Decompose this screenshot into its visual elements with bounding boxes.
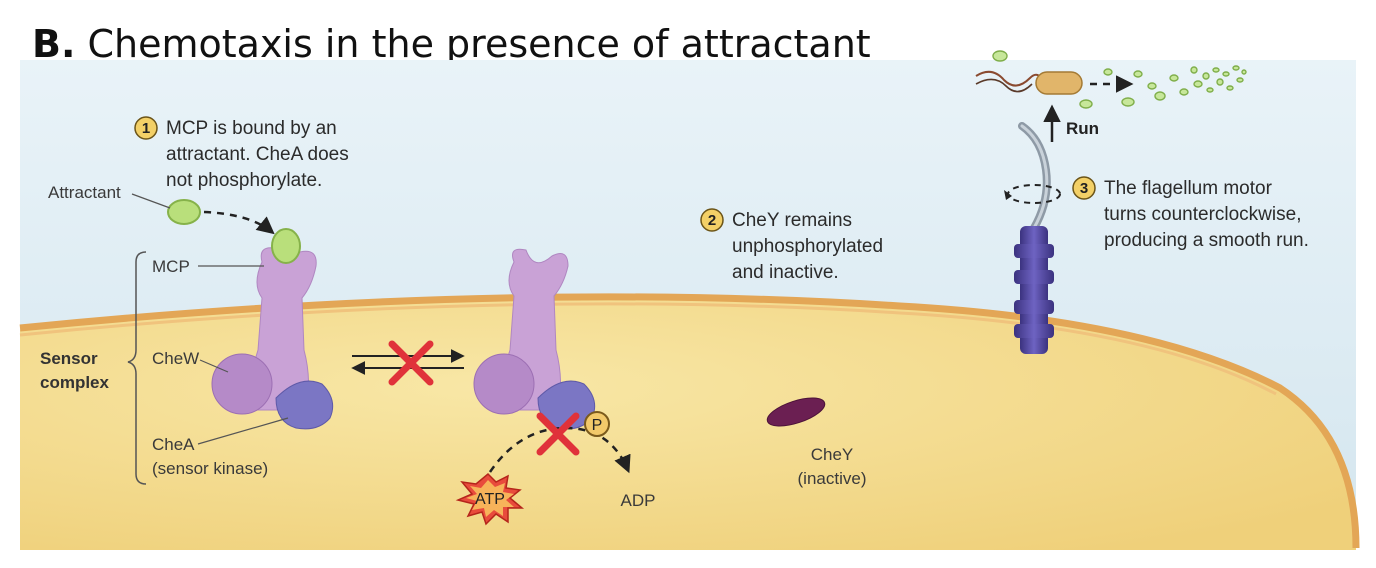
attractant-molecule xyxy=(167,199,201,225)
attractant-leader xyxy=(131,193,171,209)
flagellar-motor xyxy=(1004,122,1061,354)
motor-ring-1 xyxy=(1014,244,1054,258)
bacterium-body xyxy=(1035,71,1083,95)
chew-label: CheW xyxy=(152,349,199,368)
step-1-line-1: MCP is bound by an xyxy=(166,118,337,139)
title-prefix: B. xyxy=(32,22,76,66)
step-2-number: 2 xyxy=(708,212,716,229)
adp-label: ADP xyxy=(621,491,656,510)
step-2-badge xyxy=(700,208,724,232)
mcp-label: MCP xyxy=(152,257,190,276)
sensor-complex-brace xyxy=(127,251,147,485)
phosphate-circle xyxy=(584,411,610,437)
atp-starburst-inner xyxy=(466,480,514,517)
blocked-equilibrium xyxy=(351,340,465,386)
chea-sublabel: (sensor kinase) xyxy=(152,459,268,478)
step-2-line-1: CheY remains xyxy=(732,210,852,231)
run-label: Run xyxy=(1066,119,1099,138)
rotation-arrowhead xyxy=(1004,190,1012,200)
attractant-arrow xyxy=(203,210,275,235)
step-3-line-3: producing a smooth run. xyxy=(1104,230,1309,251)
step-3-line-2: turns counterclockwise, xyxy=(1104,204,1301,225)
sensor-complex-label-2: complex xyxy=(40,373,110,392)
step-1-line-3: not phosphorylate. xyxy=(166,170,322,191)
motor-ring-4 xyxy=(1014,324,1054,338)
step-2-line-2: unphosphorylated xyxy=(732,236,883,257)
chew-protein-2 xyxy=(473,353,535,415)
motor-ring-2 xyxy=(1014,270,1054,284)
chey-state-label: (inactive) xyxy=(798,469,867,488)
chey-protein xyxy=(766,397,826,427)
phosphate-label: P xyxy=(592,417,603,434)
bound-attractant xyxy=(271,228,301,264)
step-1-badge xyxy=(134,116,158,140)
cell-membrane xyxy=(19,293,1360,549)
step-3-line-1: The flagellum motor xyxy=(1104,178,1273,199)
step-3-badge xyxy=(1072,176,1096,200)
attractant-gradient xyxy=(992,50,1247,109)
sensor-complex-label: Sensor xyxy=(40,349,98,368)
swimming-bacterium xyxy=(975,70,1134,95)
chew-leader xyxy=(199,359,229,373)
inhibit-x-icon-2 xyxy=(536,412,580,456)
chea-label: CheA xyxy=(152,435,195,454)
figure-title: B. Chemotaxis in the presence of attract… xyxy=(32,22,871,66)
sensor-complex-bound xyxy=(211,228,334,430)
atp-label: ATP xyxy=(475,491,505,508)
chea-leader xyxy=(197,417,289,445)
sensor-complex-empty xyxy=(473,248,596,430)
inhibit-x-icon xyxy=(388,340,434,386)
attractant-label: Attractant xyxy=(48,183,121,202)
step-1-number: 1 xyxy=(142,120,150,137)
motor-ring-3 xyxy=(1014,300,1054,314)
title-text: Chemotaxis in the presence of attractant xyxy=(87,22,871,66)
chew-protein xyxy=(211,353,273,415)
bacterium-flagella xyxy=(975,70,1045,87)
step-2-line-3: and inactive. xyxy=(732,262,839,283)
step-3-number: 3 xyxy=(1080,180,1088,197)
chea-protein xyxy=(275,380,334,430)
step-1-line-2: attractant. CheA does xyxy=(166,144,349,165)
chey-label: CheY xyxy=(811,445,854,464)
